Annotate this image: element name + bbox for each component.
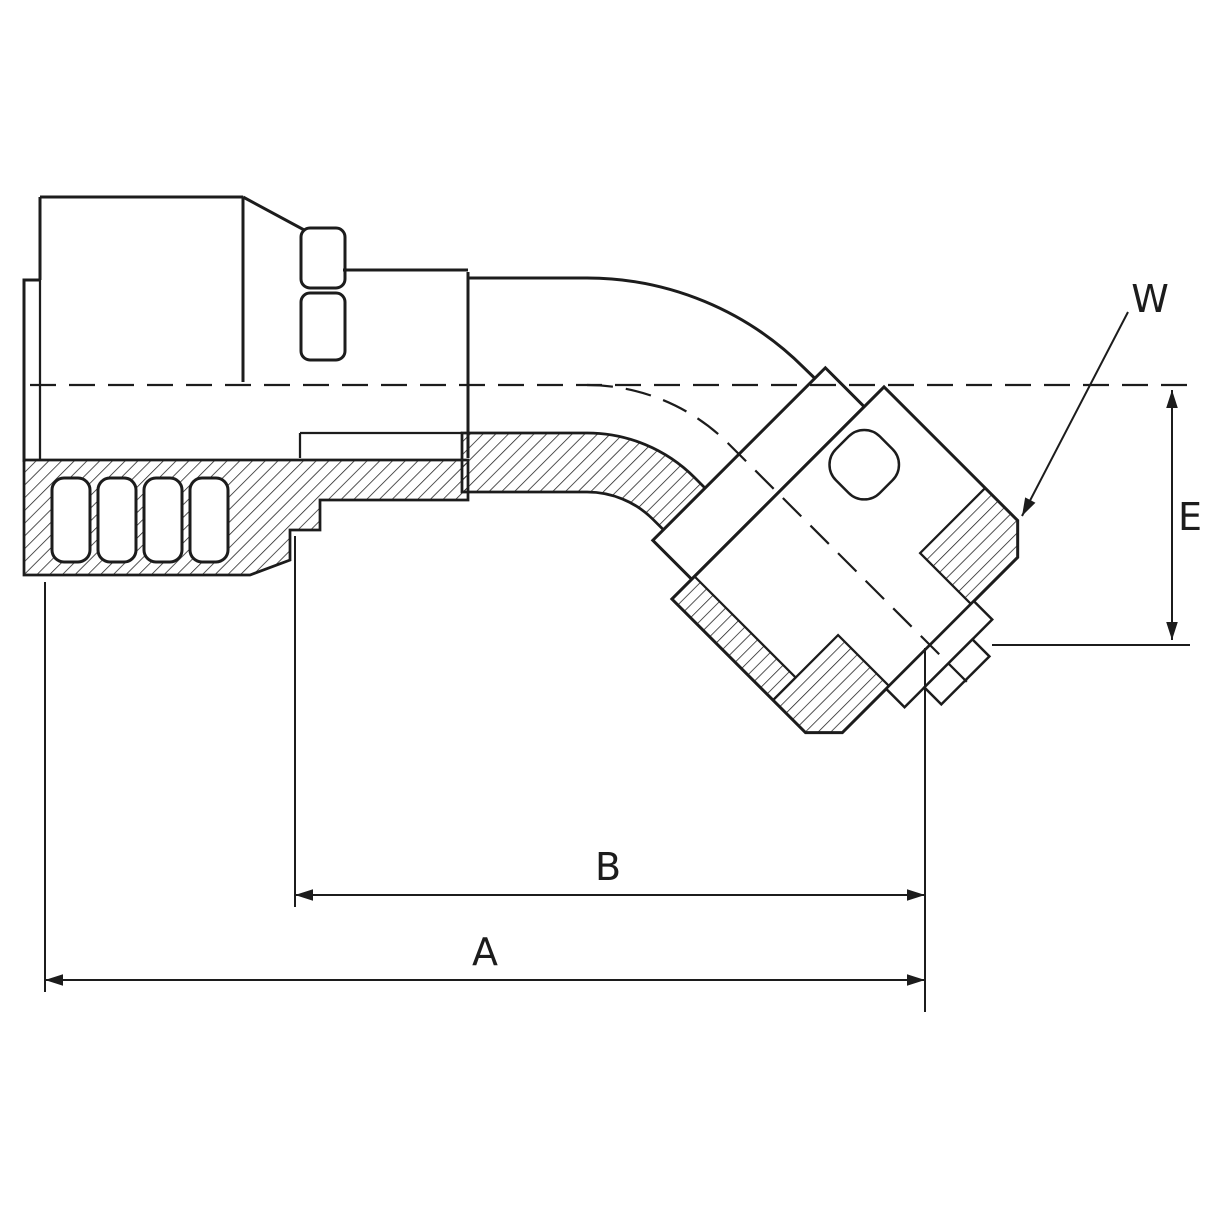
socket-outline bbox=[22, 195, 470, 462]
socket-tooth bbox=[50, 476, 92, 564]
socket-teeth bbox=[50, 476, 230, 564]
retaining-wire-slot bbox=[828, 428, 901, 501]
dimension-extension-lines bbox=[44, 536, 1190, 1012]
dimension-label-b: B bbox=[595, 845, 621, 889]
dimension-label-w: W bbox=[1131, 277, 1169, 321]
socket-end-step bbox=[22, 278, 40, 462]
socket-chamfer-edge bbox=[242, 195, 310, 266]
nut-face-section-hatch-upper bbox=[918, 486, 1019, 606]
nut-face-section-hatch-lower bbox=[771, 633, 891, 734]
socket-tooth bbox=[96, 476, 138, 564]
bend-lower-wall-hatch bbox=[460, 431, 707, 532]
dimension-label-a: A bbox=[472, 930, 498, 974]
socket-tooth bbox=[142, 476, 184, 564]
socket-collar-upper bbox=[299, 226, 347, 290]
socket-tooth bbox=[188, 476, 230, 564]
dimension-label-e: E bbox=[1178, 495, 1202, 539]
bend-centerline bbox=[586, 383, 976, 691]
socket-collar-lower bbox=[299, 291, 347, 362]
nipple-hidden-edge bbox=[298, 431, 462, 458]
leader-line-w bbox=[1021, 311, 1129, 517]
tube-top-contour bbox=[343, 268, 817, 380]
